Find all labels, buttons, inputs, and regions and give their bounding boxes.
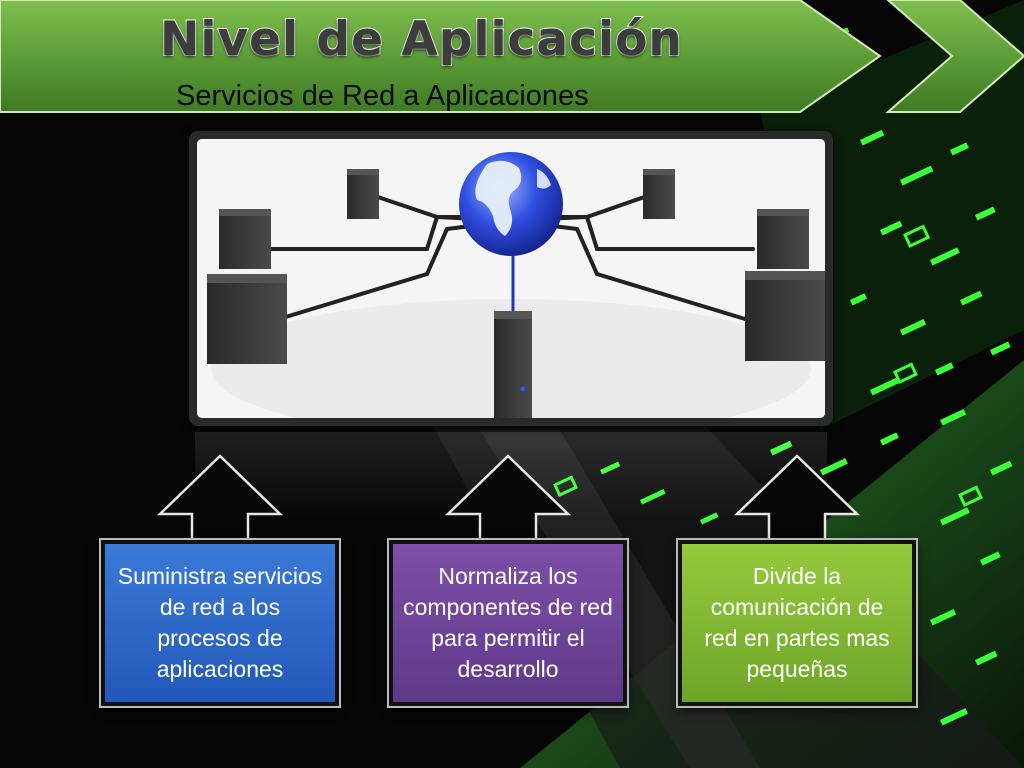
page-subtitle: Servicios de Red a Aplicaciones [176,80,589,112]
network-diagram [197,139,825,418]
page-title: Nivel de Aplicación [159,11,683,68]
up-arrow-icon [733,454,861,560]
server-icon [207,274,287,364]
arrows [156,454,861,560]
box-text: Suministra servicios de red a los proces… [117,563,323,682]
globe-icon [459,152,563,256]
box-normalize-components: Normaliza los componentes de red para pe… [389,540,627,706]
title-banner [0,0,1024,113]
box-text: Divide la comunicación de red en partes … [704,563,890,682]
server-icon [643,169,675,219]
server-icon [494,311,532,418]
box-application-services: Suministra servicios de red a los proces… [101,540,339,706]
box-text: Normaliza los componentes de red para pe… [403,563,613,682]
box-divide-communication: Divide la comunicación de red en partes … [678,540,916,706]
server-icon [745,271,825,361]
server-icon [219,209,271,269]
server-icon [347,169,379,219]
up-arrow-icon [156,454,284,560]
network-illustration-frame [189,131,833,426]
network-illustration [197,139,825,418]
server-icon [757,209,809,269]
up-arrow-icon [444,454,572,560]
